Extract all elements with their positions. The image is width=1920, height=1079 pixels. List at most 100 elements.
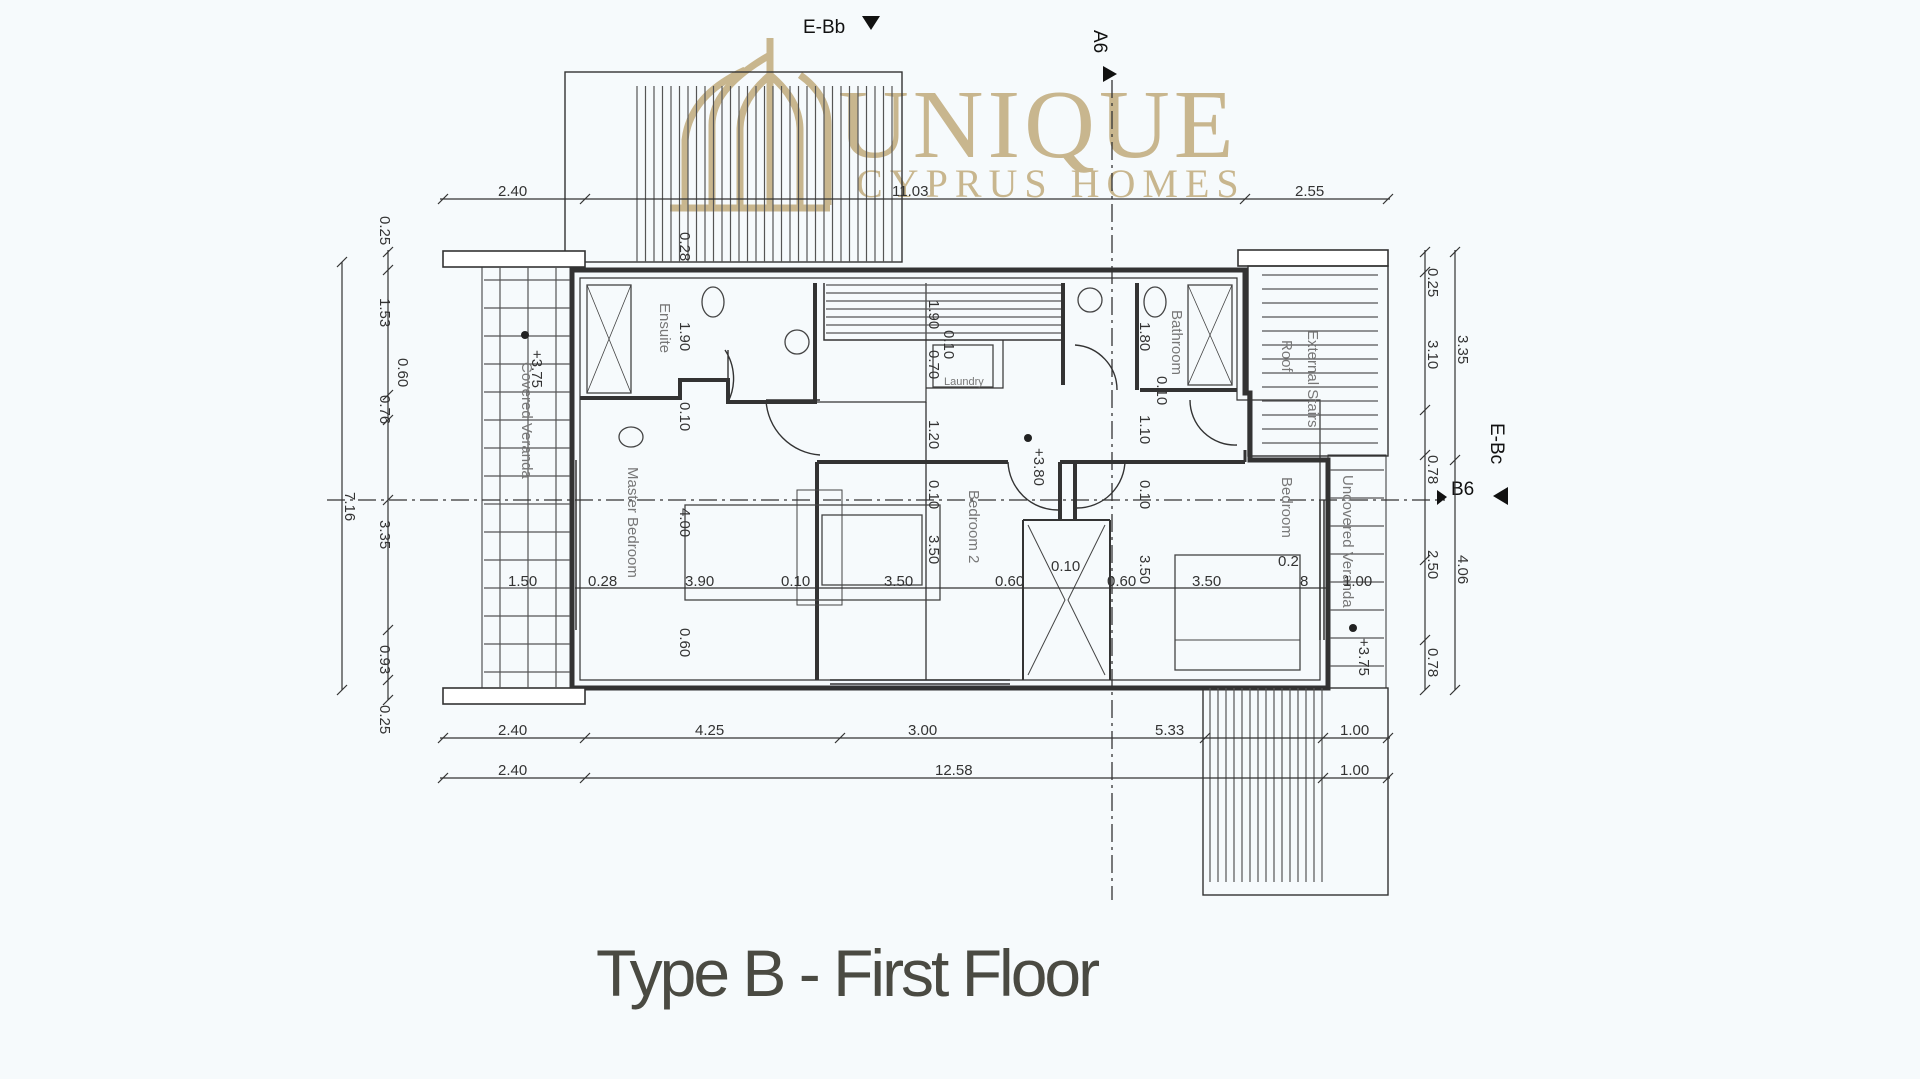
bottom-window xyxy=(830,679,1010,685)
dim-right: 3.10 xyxy=(1424,340,1441,369)
dim-left: 1.53 xyxy=(376,298,393,327)
level-marker-icon xyxy=(521,331,529,339)
dim-v: 0.10 xyxy=(940,330,957,359)
dim-right: 0.78 xyxy=(1424,648,1441,677)
bathroom-wall xyxy=(1061,283,1139,390)
right-window xyxy=(1319,500,1325,640)
room-bathroom: Bathroom xyxy=(1168,310,1185,375)
dim-left: 0.93 xyxy=(376,645,393,674)
bathroom-toilet-icon xyxy=(1143,286,1167,318)
ensuite-shower-icon xyxy=(586,284,632,394)
dim-right: 0.25 xyxy=(1424,268,1441,297)
bedroom-door-icon xyxy=(1076,459,1126,509)
dimension-tick xyxy=(579,732,591,744)
dim-row: 1.00 xyxy=(1343,573,1372,590)
master-sink-icon xyxy=(618,426,644,448)
dim-v: 1.90 xyxy=(925,300,942,329)
exterior-wall xyxy=(569,267,1331,691)
dim-bottom1-e: 1.00 xyxy=(1340,722,1369,739)
dim-right: 0.78 xyxy=(1424,455,1441,484)
dim-v: 0.28 xyxy=(676,232,693,261)
stairs-top-beam xyxy=(1237,249,1389,267)
dimension-tick xyxy=(1449,454,1461,466)
dim-v: 1.90 xyxy=(676,322,693,351)
dim-bottom2-c: 1.00 xyxy=(1340,762,1369,779)
bathroom-door-icon xyxy=(1074,344,1118,391)
room-ensuite: Ensuite xyxy=(656,303,673,353)
dim-bottom2-b: 12.58 xyxy=(935,762,973,779)
left-dimension-texts: 7.16 0.25 1.53 0.60 0.76 3.35 0.93 0.25 xyxy=(341,216,411,734)
dim-v: 0.10 xyxy=(1051,558,1080,575)
wardrobe-icon xyxy=(1027,524,1106,676)
wardrobe-walls xyxy=(1022,519,1111,680)
room-roof: Roof xyxy=(1278,340,1295,373)
dim-v: 1.10 xyxy=(1136,415,1153,444)
dim-top-middle: 11.03 xyxy=(892,183,928,200)
stair-hatching xyxy=(484,86,1384,882)
dimension-tick xyxy=(1419,266,1431,278)
dim-v: 1.20 xyxy=(925,420,942,449)
level-markers xyxy=(521,331,1357,632)
dim-top-left: 2.40 xyxy=(498,183,527,200)
plan-caption: Type B - First Floor xyxy=(596,936,1099,1010)
dimension-tick xyxy=(336,256,348,268)
dimension-tick xyxy=(579,193,591,205)
dim-right-outer: 3.35 xyxy=(1454,335,1471,364)
dimension-tick xyxy=(437,732,449,744)
arrow-right-icon xyxy=(1103,66,1117,82)
arrow-left-icon xyxy=(1493,487,1508,505)
external-stairs-outline xyxy=(1247,265,1389,457)
dimension-tick xyxy=(437,772,449,784)
dimension-ticks xyxy=(336,193,1461,784)
dim-v: 0.10 xyxy=(925,480,942,509)
dimension-tick xyxy=(382,246,394,258)
dim-left: 3.35 xyxy=(376,520,393,549)
room-laundry: Laundry xyxy=(944,376,984,388)
dimension-lines xyxy=(341,198,1456,779)
dim-v: 0.10 xyxy=(676,402,693,431)
dim-row: 8 xyxy=(1300,573,1308,590)
dim-right-outer: 4.06 xyxy=(1454,555,1471,584)
ensuite-toilet-icon xyxy=(701,286,725,318)
dimension-tick xyxy=(1419,634,1431,646)
dim-v: 0.2 xyxy=(1278,553,1299,570)
dim-left: 0.25 xyxy=(376,216,393,245)
room-covered-veranda: Covered Veranda xyxy=(518,362,535,479)
right-dimension-texts: 3.35 4.06 0.25 3.10 0.78 2.50 0.78 xyxy=(1424,268,1471,677)
dim-v: 0.60 xyxy=(676,628,693,657)
ensuite-sink-icon xyxy=(784,329,810,355)
dim-bottom2-a: 2.40 xyxy=(498,762,527,779)
dim-v: 0.10 xyxy=(1153,376,1170,405)
corridor-wall xyxy=(1058,462,1077,520)
room-labels: Covered Veranda Ensuite Master Bedroom B… xyxy=(518,303,1356,608)
logo-emblem-icon xyxy=(670,38,832,212)
section-mark-ebb: E-Bb xyxy=(803,17,845,38)
dimension-tick xyxy=(336,684,348,696)
laundry-wall xyxy=(814,283,927,403)
veranda-top-beam xyxy=(442,250,586,268)
bathroom-sink-icon xyxy=(1077,287,1103,313)
room-bedroom: Bedroom xyxy=(1278,477,1295,538)
dim-left: 0.25 xyxy=(376,705,393,734)
fixtures xyxy=(586,284,1301,676)
dimension-tick xyxy=(382,414,394,426)
dim-row: 0.60 xyxy=(1107,573,1136,590)
left-window xyxy=(571,460,577,630)
veranda-bottom-beam xyxy=(442,687,586,705)
dimension-tick xyxy=(382,624,394,636)
interior-vertical-dims: 0.28 1.90 0.10 4.00 0.60 1.90 0.10 0.70 … xyxy=(676,232,1299,657)
dimension-tick xyxy=(1382,193,1394,205)
section-mark-a6: A6 xyxy=(1089,30,1110,53)
doors xyxy=(724,344,1238,511)
dim-row: 1.50 xyxy=(508,573,537,590)
dim-bottom1-b: 4.25 xyxy=(695,722,724,739)
dimension-tick xyxy=(1382,772,1394,784)
logo-word: UNIQUE xyxy=(838,71,1238,179)
dim-row: 0.10 xyxy=(781,573,810,590)
dimension-tick xyxy=(1419,554,1431,566)
stairs-door-icon xyxy=(1189,399,1238,446)
dimension-tick xyxy=(1199,732,1211,744)
lower-steps-outline xyxy=(1202,687,1389,896)
